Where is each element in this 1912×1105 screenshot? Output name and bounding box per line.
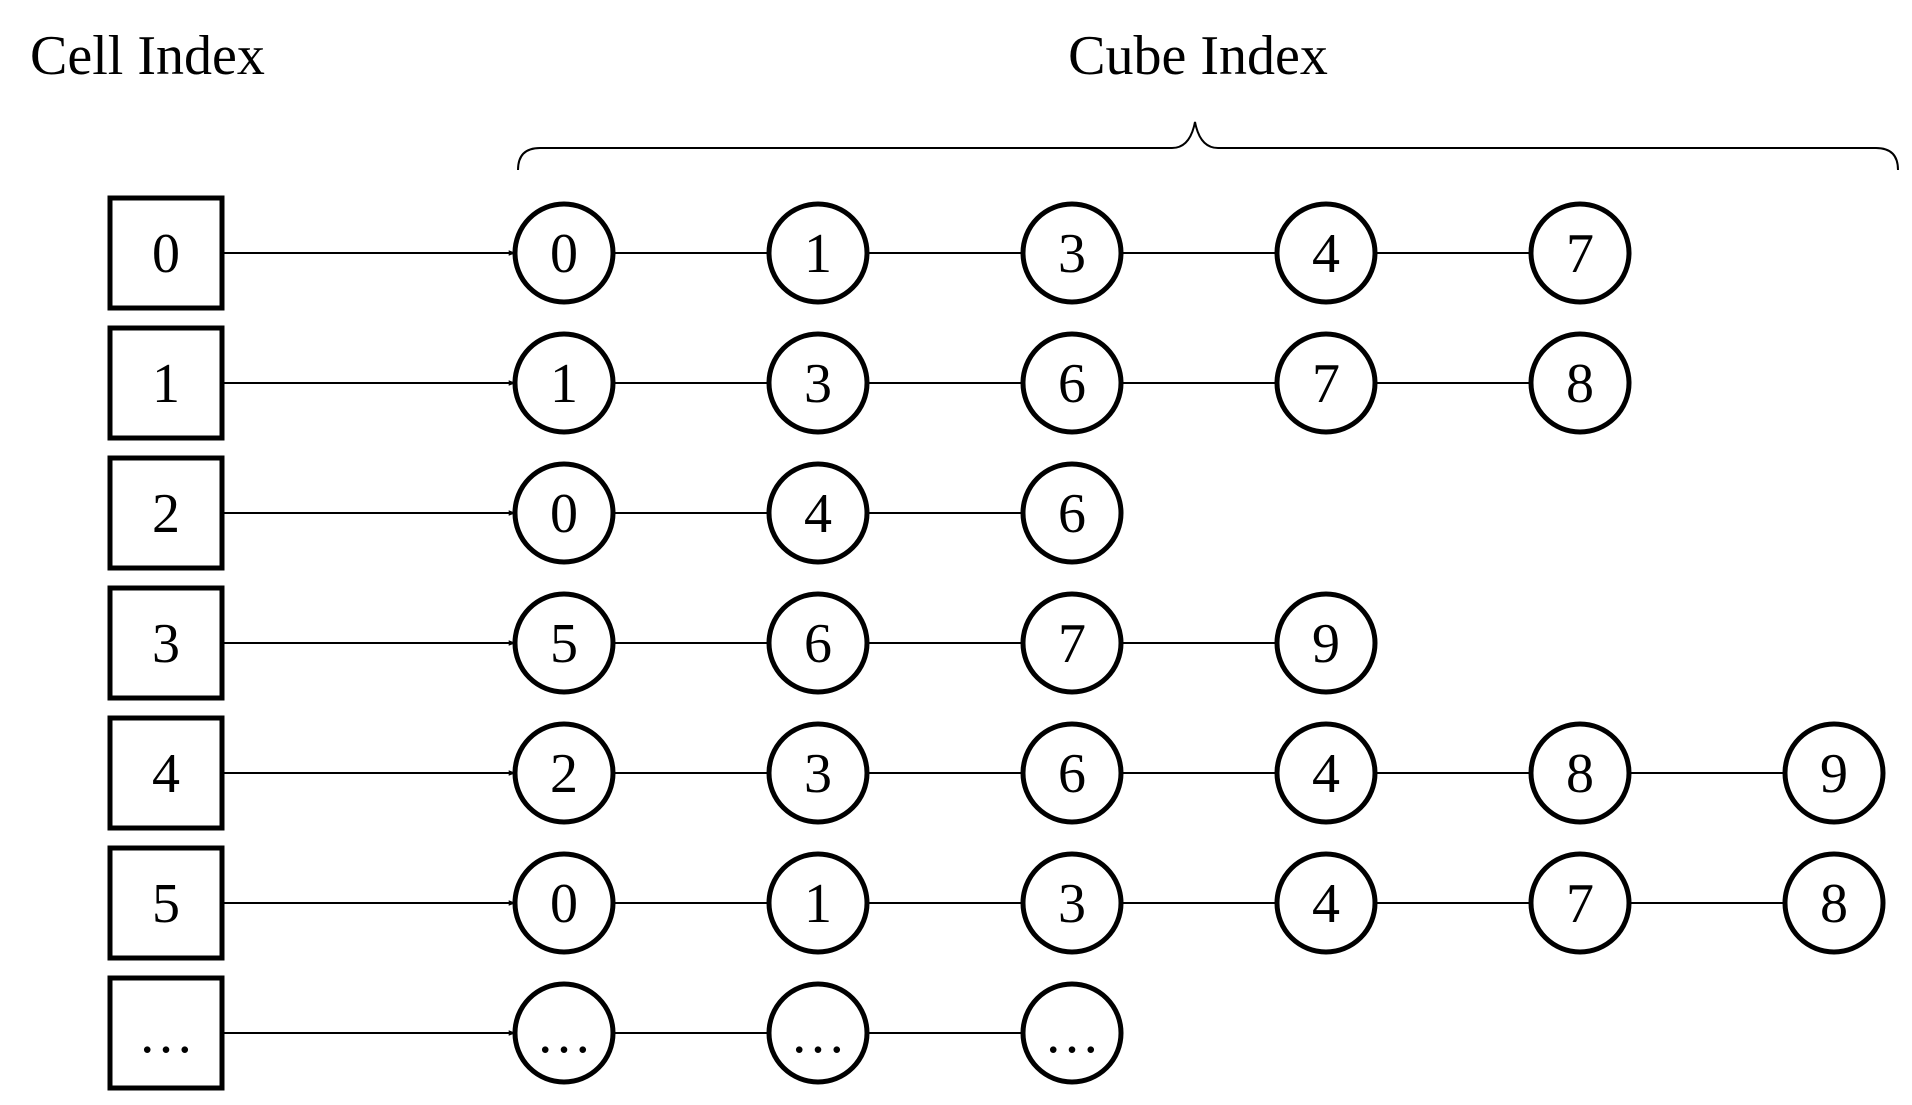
index-row: 1 1 3 6 7 8 — [107, 325, 1632, 441]
cube-index-label: 3 — [1058, 873, 1086, 935]
cube-index-label: 0 — [550, 223, 578, 285]
cube-node — [766, 721, 870, 825]
cube-index-label: 6 — [804, 613, 832, 675]
cube-index-label: 7 — [1566, 223, 1594, 285]
cell-index-label: 3 — [152, 613, 180, 675]
cube-node — [1020, 201, 1124, 305]
cube-node — [1274, 331, 1378, 435]
cube-node — [1528, 721, 1632, 825]
cube-node — [512, 201, 616, 305]
index-row: … … … … — [107, 975, 1124, 1091]
cube-index-label: 5 — [550, 613, 578, 675]
cube-index-label: 1 — [804, 873, 832, 935]
cube-node — [766, 331, 870, 435]
cube-index-label: 3 — [804, 353, 832, 415]
cube-index-label: 3 — [804, 743, 832, 805]
cube-index-label: 1 — [804, 223, 832, 285]
cube-index-label: 7 — [1566, 873, 1594, 935]
cube-node — [1020, 981, 1124, 1085]
cell-index-label: 0 — [152, 223, 180, 285]
cube-node — [1528, 201, 1632, 305]
cell-box — [107, 585, 225, 701]
cube-node — [766, 461, 870, 565]
cell-box — [107, 325, 225, 441]
cube-node — [1020, 331, 1124, 435]
cube-node — [1274, 721, 1378, 825]
cube-node — [766, 851, 870, 955]
cube-node — [766, 201, 870, 305]
cell-index-label: 4 — [152, 743, 180, 805]
cube-node — [1274, 201, 1378, 305]
cube-node — [512, 981, 616, 1085]
index-row: 5 0 1 3 4 7 8 — [107, 845, 1886, 961]
cube-node — [512, 331, 616, 435]
cube-node — [1274, 851, 1378, 955]
cube-index-label: 2 — [550, 743, 578, 805]
cell-box — [107, 195, 225, 311]
cube-index-label: 3 — [1058, 223, 1086, 285]
cube-node — [1528, 331, 1632, 435]
cube-node — [512, 461, 616, 565]
cube-index-label: … — [790, 1003, 846, 1065]
cube-index-label: 0 — [550, 483, 578, 545]
cube-node — [1782, 721, 1886, 825]
cube-node — [766, 981, 870, 1085]
cube-index-label: 6 — [1058, 743, 1086, 805]
cube-index-brace — [517, 121, 1899, 171]
cube-node — [1020, 591, 1124, 695]
cube-index-label: 8 — [1566, 353, 1594, 415]
cube-index-label: 4 — [1312, 873, 1340, 935]
cell-index-header: Cell Index — [30, 25, 265, 87]
cube-node — [1020, 721, 1124, 825]
cube-index-label: 4 — [1312, 743, 1340, 805]
cube-node — [1020, 461, 1124, 565]
cube-index-header: Cube Index — [1068, 25, 1328, 87]
cube-node — [1274, 591, 1378, 695]
cube-index-label: 7 — [1312, 353, 1340, 415]
cube-index-label: 8 — [1820, 873, 1848, 935]
cube-index-label: 4 — [1312, 223, 1340, 285]
cube-index-label: 8 — [1566, 743, 1594, 805]
index-row: 4 2 3 6 4 8 9 — [107, 715, 1886, 831]
cube-index-label: … — [1044, 1003, 1100, 1065]
cube-node — [512, 721, 616, 825]
cube-index-label: 9 — [1312, 613, 1340, 675]
cube-index-label: 7 — [1058, 613, 1086, 675]
index-row: 3 5 6 7 9 — [107, 585, 1378, 701]
cell-index-label: … — [138, 1003, 194, 1065]
cube-node — [1020, 851, 1124, 955]
index-row: 0 0 1 3 4 7 — [107, 195, 1632, 311]
cube-index-label: 6 — [1058, 353, 1086, 415]
cell-box — [107, 975, 225, 1091]
cube-node — [512, 591, 616, 695]
cube-node — [1782, 851, 1886, 955]
cell-index-label: 1 — [152, 353, 180, 415]
cube-index-label: … — [536, 1003, 592, 1065]
cube-index-label: 0 — [550, 873, 578, 935]
cube-node — [512, 851, 616, 955]
cube-index-label: 4 — [804, 483, 832, 545]
cube-node — [1528, 851, 1632, 955]
cube-node — [766, 591, 870, 695]
cube-index-label: 6 — [1058, 483, 1086, 545]
cell-index-label: 2 — [152, 483, 180, 545]
cube-index-label: 9 — [1820, 743, 1848, 805]
cube-index-label: 1 — [550, 353, 578, 415]
cell-index-label: 5 — [152, 873, 180, 935]
